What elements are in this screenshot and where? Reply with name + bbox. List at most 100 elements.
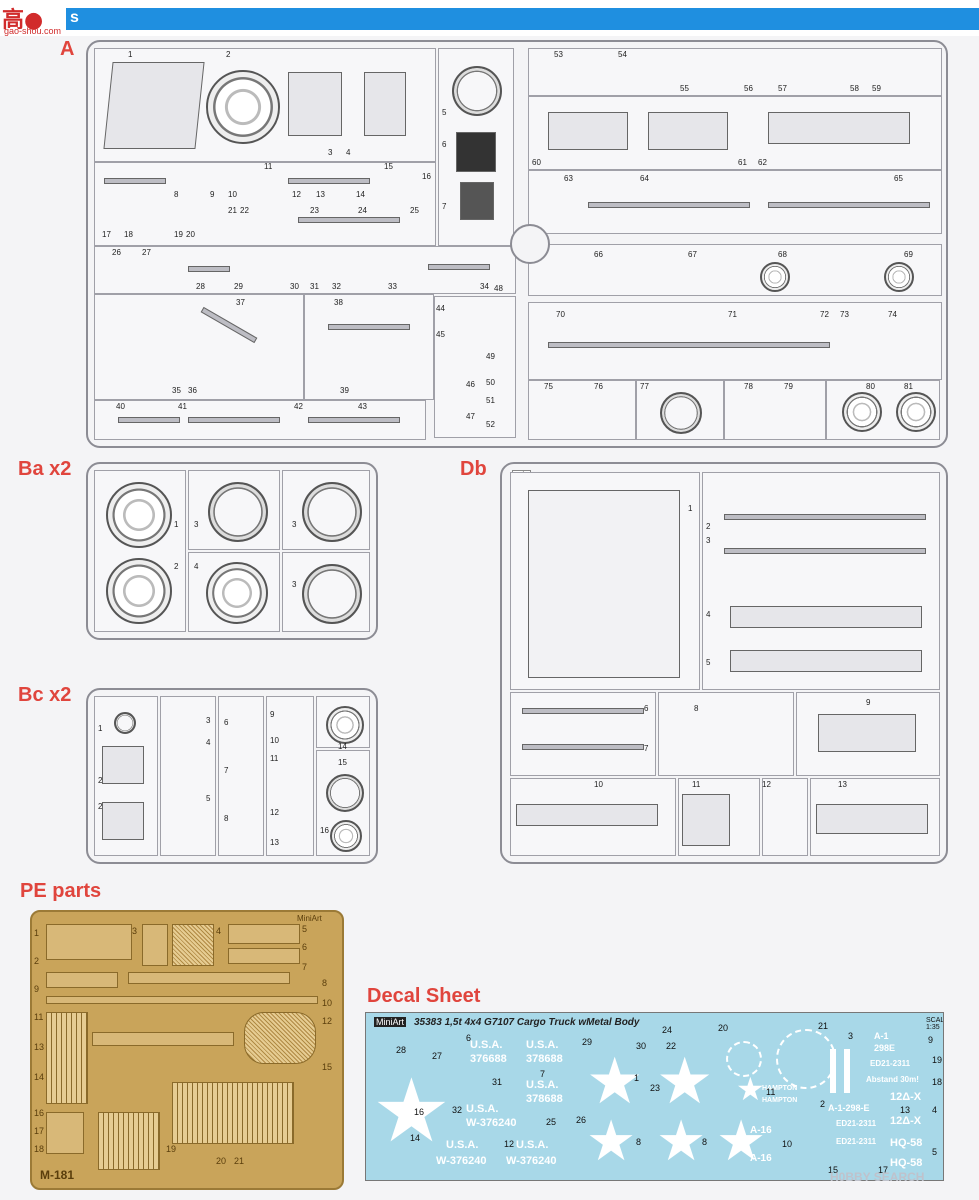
section-title-db: Db: [460, 458, 487, 480]
sprue-bc-cell: [218, 696, 264, 856]
pe-number: 10: [322, 998, 333, 1008]
part-number: 35: [172, 386, 181, 395]
part-ring: [660, 392, 702, 434]
decal-marking: A-1: [874, 1031, 889, 1041]
part-plate: [102, 746, 144, 784]
part-number: 62: [758, 158, 767, 167]
part-number: 79: [784, 382, 793, 391]
part-number: 45: [436, 330, 445, 339]
part-number: 1: [174, 520, 179, 529]
part-number: 75: [544, 382, 553, 391]
pe-fret-id: M-181: [40, 1168, 75, 1182]
pe-brand: MiniArt: [297, 914, 322, 923]
site-logo[interactable]: 高●: [2, 8, 44, 33]
part-number: 2: [98, 776, 103, 785]
part-number: 6: [224, 718, 229, 727]
pe-number: 8: [322, 978, 328, 988]
star-icon: ★: [656, 1109, 707, 1172]
part-number: 12: [270, 808, 279, 817]
part-seat: [364, 72, 406, 136]
watermark: H0BBY SEARCH: [830, 1170, 925, 1184]
part-number: 14: [356, 190, 365, 199]
part-number: 34: [480, 282, 489, 291]
pe-number: 6: [302, 942, 308, 952]
part-number: 16: [320, 826, 329, 835]
part-number: 49: [486, 352, 495, 361]
decal-scale: SCALE 1:35: [926, 1017, 944, 1031]
decal-number: 2: [820, 1099, 826, 1109]
decal-number: 3: [848, 1031, 854, 1041]
decal-number: 15: [828, 1165, 839, 1175]
pe-mesh: [172, 924, 214, 966]
part-number: 9: [270, 710, 275, 719]
part-number: 16: [422, 172, 431, 181]
pe-number: 12: [322, 1016, 333, 1026]
pe-plate: [46, 1112, 84, 1154]
part-number: 8: [694, 704, 699, 713]
decal-number: 7: [540, 1069, 546, 1079]
part-number: 3: [194, 520, 199, 529]
pe-number: 19: [166, 1144, 177, 1154]
part-number: 3: [292, 580, 297, 589]
sprue-a-cell: [304, 294, 434, 400]
pe-number: 11: [34, 1012, 44, 1022]
decal-number: 9: [928, 1035, 934, 1045]
pe-number: 14: [34, 1072, 45, 1082]
pe-number: 9: [34, 984, 40, 994]
part-number: 4: [346, 148, 351, 157]
decal-marking: A-1-298-E: [828, 1103, 870, 1113]
pe-plate: [46, 924, 132, 960]
sprue-a-cell: [528, 380, 636, 440]
part-rail: [522, 708, 644, 714]
pe-number: 17: [34, 1126, 45, 1136]
part-toolbox: [816, 804, 928, 834]
pe-number: 20: [216, 1156, 227, 1166]
pe-number: 15: [322, 1062, 333, 1072]
sprue-bc: Bc 1 2 2 3 4 5 6 7 8 9 10 11 12 13 14 15…: [86, 688, 378, 864]
part-number: 68: [778, 250, 787, 259]
part-number: 12: [292, 190, 301, 199]
pe-number: 21: [234, 1156, 245, 1166]
sprue-a-cell: [528, 302, 942, 380]
decal-number: 1: [634, 1073, 640, 1083]
part-rail: [724, 514, 926, 520]
part-number: 8: [174, 190, 179, 199]
part-number: 63: [564, 174, 573, 183]
decal-marking: W-376240: [436, 1155, 487, 1167]
part-number: 11: [264, 162, 273, 171]
decal-number: 6: [466, 1033, 472, 1043]
part-rod: [188, 266, 230, 272]
part-number: 18: [124, 230, 133, 239]
part-hood: [548, 112, 628, 150]
part-number: 2: [706, 522, 711, 531]
decal-marking: 378688: [526, 1093, 563, 1105]
part-number: 25: [410, 206, 419, 215]
section-title-bc: Bc x2: [18, 684, 72, 706]
part-number: 3: [328, 148, 333, 157]
part-number: 10: [270, 736, 279, 745]
decal-marking: U.S.A.: [446, 1139, 479, 1151]
decal-number: 27: [432, 1051, 443, 1061]
part-number: 24: [358, 206, 367, 215]
part-number: 33: [388, 282, 397, 291]
pe-number: 2: [34, 956, 40, 966]
pe-number: 5: [302, 924, 308, 934]
decal-number: 26: [576, 1115, 587, 1125]
part-number: 69: [904, 250, 913, 259]
star-icon: ★: [586, 1109, 637, 1172]
part-number: 12: [762, 780, 771, 789]
pe-strip: [46, 972, 118, 988]
part-number: 11: [692, 780, 701, 789]
decal-number: 28: [396, 1045, 407, 1055]
part-number: 73: [840, 310, 849, 319]
star-icon: ★: [716, 1109, 767, 1172]
decal-number: 22: [666, 1041, 677, 1051]
decal-brand: MiniArt: [374, 1017, 407, 1027]
part-hub: [330, 820, 362, 852]
decal-number: 12: [504, 1139, 515, 1149]
pe-number: 4: [216, 926, 222, 936]
decal-number: 10: [782, 1139, 793, 1149]
sprue-a-cell: [434, 296, 516, 438]
decal-number: 19: [932, 1055, 943, 1065]
part-side-board: [730, 606, 922, 628]
